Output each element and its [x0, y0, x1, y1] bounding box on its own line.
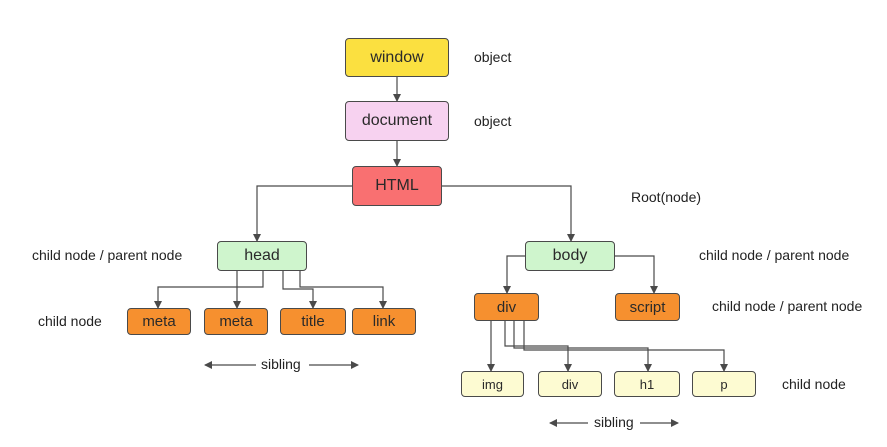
p-node: p [692, 371, 756, 397]
edge-div-h1 [513, 321, 652, 372]
edge-html-head [253, 185, 352, 242]
edge-body-div [503, 255, 525, 294]
h1-node: h1 [614, 371, 680, 397]
edge-div-p [523, 321, 728, 372]
edge-head-title [282, 271, 317, 309]
edge-body-script [615, 255, 658, 294]
document-node: document [345, 101, 449, 141]
sibling-label-head-group: sibling [257, 356, 305, 372]
div-children-role-label: child node [782, 376, 846, 392]
head-role-label: child node / parent node [32, 247, 183, 263]
img-node: img [461, 371, 524, 397]
title-node: title [280, 308, 346, 335]
edge-head-meta1 [154, 271, 264, 309]
body-role-label: child node / parent node [699, 247, 850, 263]
window-node: window [345, 38, 449, 77]
script-role-label: child node / parent node [712, 298, 863, 314]
window-type-label: object [474, 49, 512, 65]
head-children-role-label: child node [38, 313, 102, 329]
head-node: head [217, 241, 307, 271]
inner-div-node: div [538, 371, 602, 397]
edge-head-link [299, 271, 387, 309]
script-node: script [615, 293, 680, 321]
document-type-label: object [474, 113, 512, 129]
meta-node-2: meta [204, 308, 268, 335]
body-node: body [525, 241, 615, 271]
edge-html-body [442, 185, 575, 242]
sibling-label-div-group: sibling [590, 414, 638, 430]
root-node-label: Root(node) [631, 189, 702, 205]
div-node: div [474, 293, 539, 321]
html-node: HTML [352, 166, 442, 206]
meta-node-1: meta [127, 308, 191, 335]
link-node: link [352, 308, 416, 335]
edge-div-div2 [504, 321, 572, 372]
